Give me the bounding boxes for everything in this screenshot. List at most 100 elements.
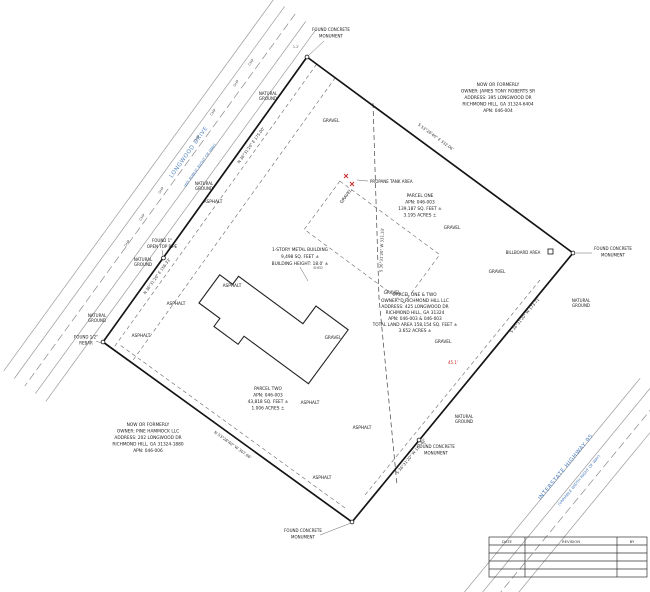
revision-table: DATE REVISION BY	[488, 536, 648, 578]
ohp-labels: OHP OHP OHP OHP	[123, 79, 239, 247]
svg-text:NOW OR FORMERLY: NOW OR FORMERLY	[477, 82, 520, 88]
svg-text:APN: 046-003: APN: 046-003	[253, 393, 283, 399]
pipe-label: FOUND 1"	[152, 238, 172, 243]
table-header-revision: REVISION	[562, 539, 580, 544]
monument-label: MONUMENT	[424, 451, 448, 456]
building-label: 9,498 SQ. FEET ±	[281, 254, 319, 260]
svg-text:139,187 SQ. FEET ±: 139,187 SQ. FEET ±	[398, 206, 442, 212]
rebar-label: FOUND 1/2"	[74, 335, 98, 340]
monument-labels: FOUND CONCRETE MONUMENT 1.2' FOUND CONCR…	[74, 27, 632, 540]
svg-text:NATURAL: NATURAL	[572, 298, 591, 303]
building-label: 1-STORY METAL BUILDING	[272, 247, 328, 253]
text-blocks: NOW OR FORMERLY OWNER: JAMES TONY ROBERT…	[112, 82, 535, 454]
building: 1-STORY METAL BUILDING 9,498 SQ. FEET ± …	[198, 247, 349, 385]
svg-text:PARCEL ONE & TWO: PARCEL ONE & TWO	[393, 292, 437, 298]
svg-text:43,818 SQ. FEET ±: 43,818 SQ. FEET ±	[248, 399, 289, 405]
pipe-symbol	[161, 255, 166, 261]
svg-text:PARCEL ONE: PARCEL ONE	[407, 193, 434, 199]
svg-text:ADDRESS: 425 LONGWOOD DR: ADDRESS: 425 LONGWOOD DR	[381, 304, 448, 310]
svg-text:GROUND: GROUND	[195, 186, 213, 191]
features: PROPANE TANK AREA BILLBOARD AREA 45.1'	[343, 173, 554, 365]
gravel-label: GRAVEL	[444, 225, 461, 231]
table-header-date: DATE	[502, 539, 512, 544]
gravel-label: GRAVEL	[325, 335, 342, 341]
parcel-divider-line	[372, 102, 398, 486]
cmp-label: CMP	[247, 58, 255, 66]
svg-text:NOW OR FORMERLY: NOW OR FORMERLY	[127, 422, 170, 428]
gravel-label: GRAVEL	[435, 339, 452, 345]
asphalt-label: ASPHALT	[167, 301, 186, 307]
parcel-two-block: PARCEL TWO APN: 046-003 43,818 SQ. FEET …	[248, 386, 289, 412]
svg-text:3.652 ACRES ±: 3.652 ACRES ±	[399, 328, 432, 334]
svg-text:RICHMOND HILL, GA 31324-1880: RICHMOND HILL, GA 31324-1880	[112, 442, 184, 448]
propane-tank-area: PROPANE TANK AREA	[343, 173, 413, 187]
svg-text:APN: 046-003 & 046-003: APN: 046-003 & 046-003	[388, 316, 442, 322]
natural-ground-label: NATURAL GROUND NATURAL GROUND NATURAL GR…	[88, 91, 591, 424]
svg-text:1.006 ACRES ±: 1.006 ACRES ±	[252, 406, 285, 412]
nf-south-block: NOW OR FORMERLY OWNER: PINE HAMMOCK LLC …	[112, 422, 184, 454]
billboard-area: BILLBOARD AREA	[506, 248, 554, 255]
svg-text:OHP: OHP	[157, 186, 164, 194]
svg-text:ADDRESS: 202 LONGWOOD DR: ADDRESS: 202 LONGWOOD DR	[114, 435, 181, 441]
asphalt-label: ASPHALT	[132, 333, 151, 339]
monument-label: MONUMENT	[601, 253, 625, 258]
shed-label: SHED	[313, 266, 323, 270]
red-dimension: 45.1'	[448, 360, 458, 365]
monument-symbol	[570, 250, 576, 256]
svg-text:RICHMOND HILL, GA 31324: RICHMOND HILL, GA 31324	[386, 310, 445, 316]
bearing-se2: S 36°31'20" W 157.62'	[395, 437, 427, 474]
svg-text:NATURAL: NATURAL	[134, 257, 153, 262]
asphalt-label: ASPHALT	[204, 199, 223, 205]
rebar-label: REBAR	[79, 341, 93, 346]
parcel-one-block: PARCEL ONE APN: 046-003 139,187 SQ. FEET…	[398, 193, 442, 219]
building-label: BUILDING HEIGHT: 18.0' ±	[272, 261, 329, 267]
bearing-nw1: N 36°31'20" E 175.00'	[236, 126, 265, 164]
svg-text:GROUND: GROUND	[259, 96, 277, 101]
surface-labels: GRAVEL GRAVEL GRAVEL GRAVEL GRAVEL GRAVE…	[88, 79, 591, 481]
interstate-row-label: (VARIABLE WIDTH RIGHT OF WAY)	[556, 453, 601, 506]
pipe-label: OPEN TOP PIPE	[147, 244, 178, 249]
monument-symbol	[349, 519, 355, 525]
svg-text:OHP: OHP	[123, 239, 130, 247]
propane-label: PROPANE TANK AREA	[370, 179, 413, 184]
monument-label: FOUND CONCRETE	[312, 27, 350, 32]
svg-text:3.195 ACRES ±: 3.195 ACRES ±	[404, 213, 437, 219]
gravel-label: GRAVEL	[323, 118, 340, 124]
svg-text:PARCEL TWO: PARCEL TWO	[254, 386, 282, 392]
svg-text:OHP: OHP	[232, 79, 239, 87]
monument-label: MONUMENT	[319, 34, 343, 39]
svg-text:OWNER: PINE HAMMOCK LLC: OWNER: PINE HAMMOCK LLC	[117, 429, 179, 435]
billboard-label: BILLBOARD AREA	[506, 250, 541, 255]
gravel-yard-outline	[303, 180, 441, 304]
bearing-se1: S 36°31'20" W 173.71'	[509, 296, 541, 333]
monument-label: FOUND CONCRETE	[594, 246, 632, 251]
svg-text:NATURAL: NATURAL	[455, 414, 474, 419]
svg-text:APN: 046-003: APN: 046-003	[405, 200, 435, 206]
svg-text:RICHMOND HILL, GA 31324-6404: RICHMOND HILL, GA 31324-6404	[462, 102, 534, 108]
svg-text:APN: 046-006: APN: 046-006	[133, 448, 163, 454]
offset-note: 1.2'	[293, 45, 299, 49]
svg-text:OWNER: JAMES TONY ROBERTS SR: OWNER: JAMES TONY ROBERTS SR	[461, 89, 535, 95]
svg-text:GROUND: GROUND	[572, 303, 590, 308]
gravel-label: GRAVEL	[384, 290, 401, 296]
svg-text:NATURAL: NATURAL	[259, 91, 278, 96]
asphalt-label: ASPHALT	[301, 400, 320, 406]
svg-text:APN: 046-004: APN: 046-004	[483, 108, 513, 114]
monument-label: FOUND CONCRETE	[284, 528, 322, 533]
svg-text:NATURAL: NATURAL	[195, 181, 214, 186]
asphalt-label: ASPHALT	[353, 425, 372, 431]
svg-text:GROUND: GROUND	[455, 419, 473, 424]
cmp-label: CMP	[138, 213, 146, 221]
building-footprint	[198, 274, 349, 385]
parcel-combined-block: PARCEL ONE & TWO OWNER: D RICHMOND HILL …	[372, 292, 458, 334]
asphalt-label: ASPHALT	[313, 475, 332, 481]
interior-lines	[112, 63, 541, 509]
asphalt-label: ASPHALT	[223, 283, 242, 289]
bearing-divider: S 36°31'20" W 331.33'	[378, 228, 385, 273]
table-header-by: BY	[630, 539, 635, 544]
parcel-boundary	[100, 54, 576, 525]
cmp-label: CMP	[209, 108, 217, 116]
interstate-road: INTERSTATE HIGHWAY 95 (VARIABLE WIDTH RI…	[464, 377, 650, 592]
gravel-label: GRAVEL	[339, 187, 354, 205]
